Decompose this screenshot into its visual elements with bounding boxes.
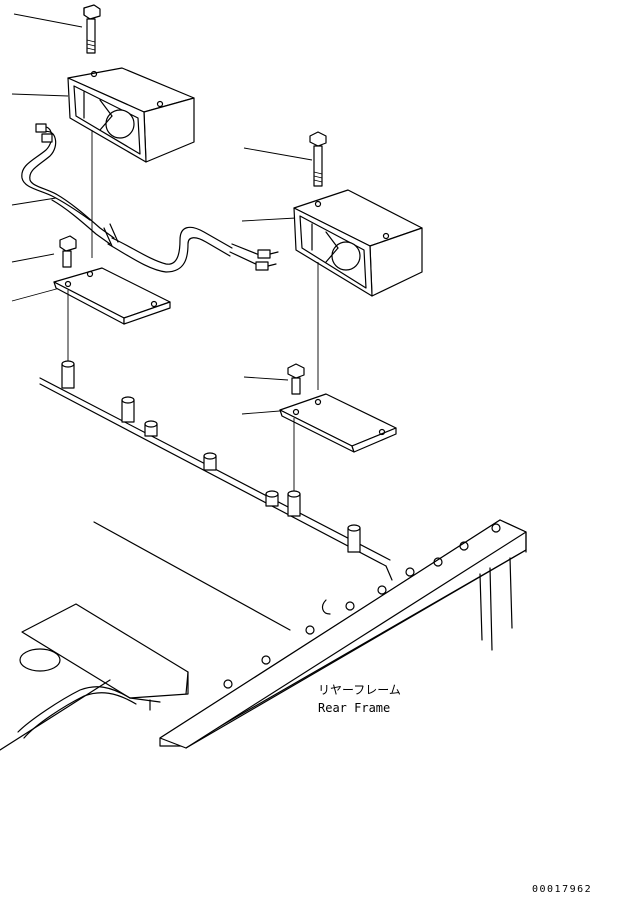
drawing-code: 00017962 <box>532 884 592 895</box>
bracket-plate-right <box>279 393 397 453</box>
frame-studs <box>61 360 361 553</box>
lamp-housing-right <box>293 189 423 297</box>
rear-frame-beam <box>159 519 527 749</box>
bolt-right-short <box>287 363 305 395</box>
bolt-left-short <box>59 235 77 268</box>
rear-frame-body <box>0 521 291 751</box>
rear-frame-label-jp: リヤーフレーム <box>318 683 401 697</box>
lamp-housing-left <box>67 67 195 163</box>
bolt-right-long <box>309 131 327 187</box>
wiring-harness <box>21 123 279 273</box>
rear-frame-label-en: Rear Frame <box>318 701 390 715</box>
bracket-plate-left <box>53 267 171 325</box>
bolt-left-long <box>83 4 101 54</box>
leader-lines <box>11 13 313 415</box>
